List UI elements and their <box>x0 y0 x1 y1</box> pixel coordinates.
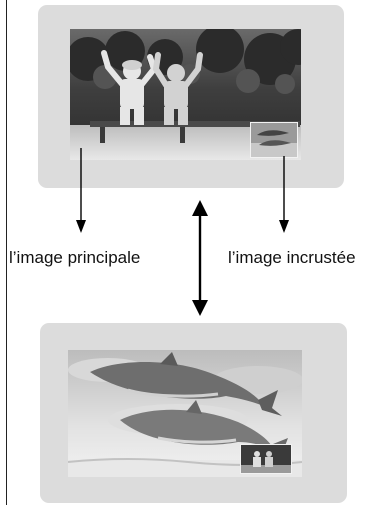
tv-screen-bottom <box>40 323 347 503</box>
children-on-bench-photo <box>70 29 301 160</box>
pip-inset-top <box>250 122 298 158</box>
tv-screen-top <box>38 5 344 188</box>
main-picture-label: l’image principale <box>9 248 141 267</box>
main-picture-bottom <box>68 350 302 477</box>
children-thumbnail <box>241 445 291 473</box>
dolphin-thumbnail <box>251 123 297 157</box>
pip-inset-bottom <box>240 444 292 474</box>
pip-picture-pointer-arrow <box>279 156 289 233</box>
main-picture-pointer-arrow <box>76 148 86 233</box>
page-margin-rule <box>6 0 7 505</box>
swap-double-arrow-icon <box>192 200 208 316</box>
pip-picture-label: l’image incrustée <box>228 248 356 267</box>
main-picture-top <box>70 29 301 160</box>
